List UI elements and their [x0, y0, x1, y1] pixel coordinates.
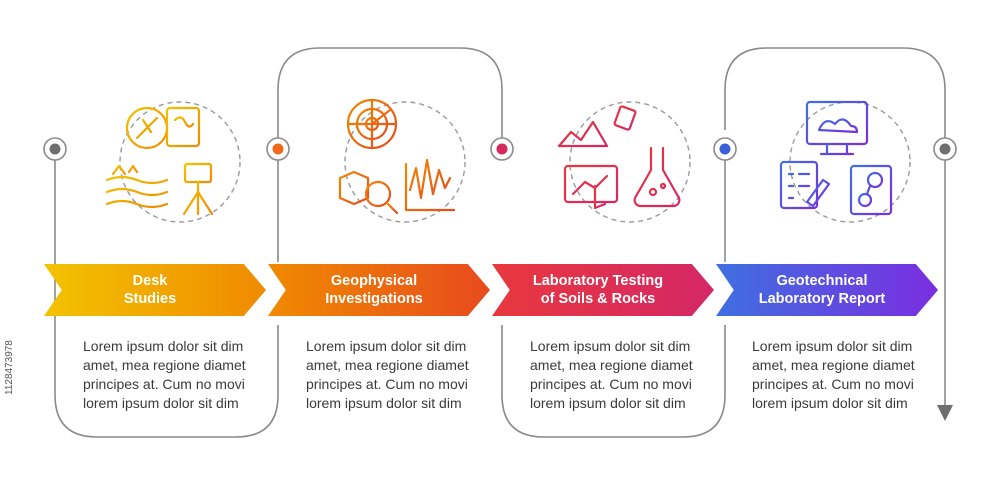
step-3-title: Laboratory Testing of Soils & Rocks: [532, 273, 664, 307]
step-3-description: Lorem ipsum dolor sit dim amet, mea regi…: [530, 338, 693, 411]
step-3-arrow: Laboratory Testing of Soils & Rocks: [492, 264, 714, 316]
stock-id: 1128473978: [4, 340, 15, 395]
step-1-title: Desk Studies: [123, 273, 177, 307]
geophysical-radar-icon: [338, 98, 466, 223]
step-4-arrow: Geotechnical Laboratory Report: [716, 264, 938, 316]
step-2-title: Geophysical Investigations: [325, 273, 423, 307]
step-1-arrow: Desk Studies: [44, 264, 266, 316]
step-4-description: Lorem ipsum dolor sit dim amet, mea regi…: [752, 338, 915, 411]
step-1-description: Lorem ipsum dolor sit dim amet, mea regi…: [83, 338, 246, 411]
desk-studies-icon: [105, 101, 241, 223]
step-4-title: Geotechnical Laboratory Report: [758, 273, 886, 307]
laboratory-testing-icon: [557, 101, 691, 223]
step-2-arrow: Geophysical Investigations: [268, 264, 490, 316]
geotechnical-report-icon: [779, 100, 911, 223]
step-2-description: Lorem ipsum dolor sit dim amet, mea regi…: [306, 338, 469, 411]
